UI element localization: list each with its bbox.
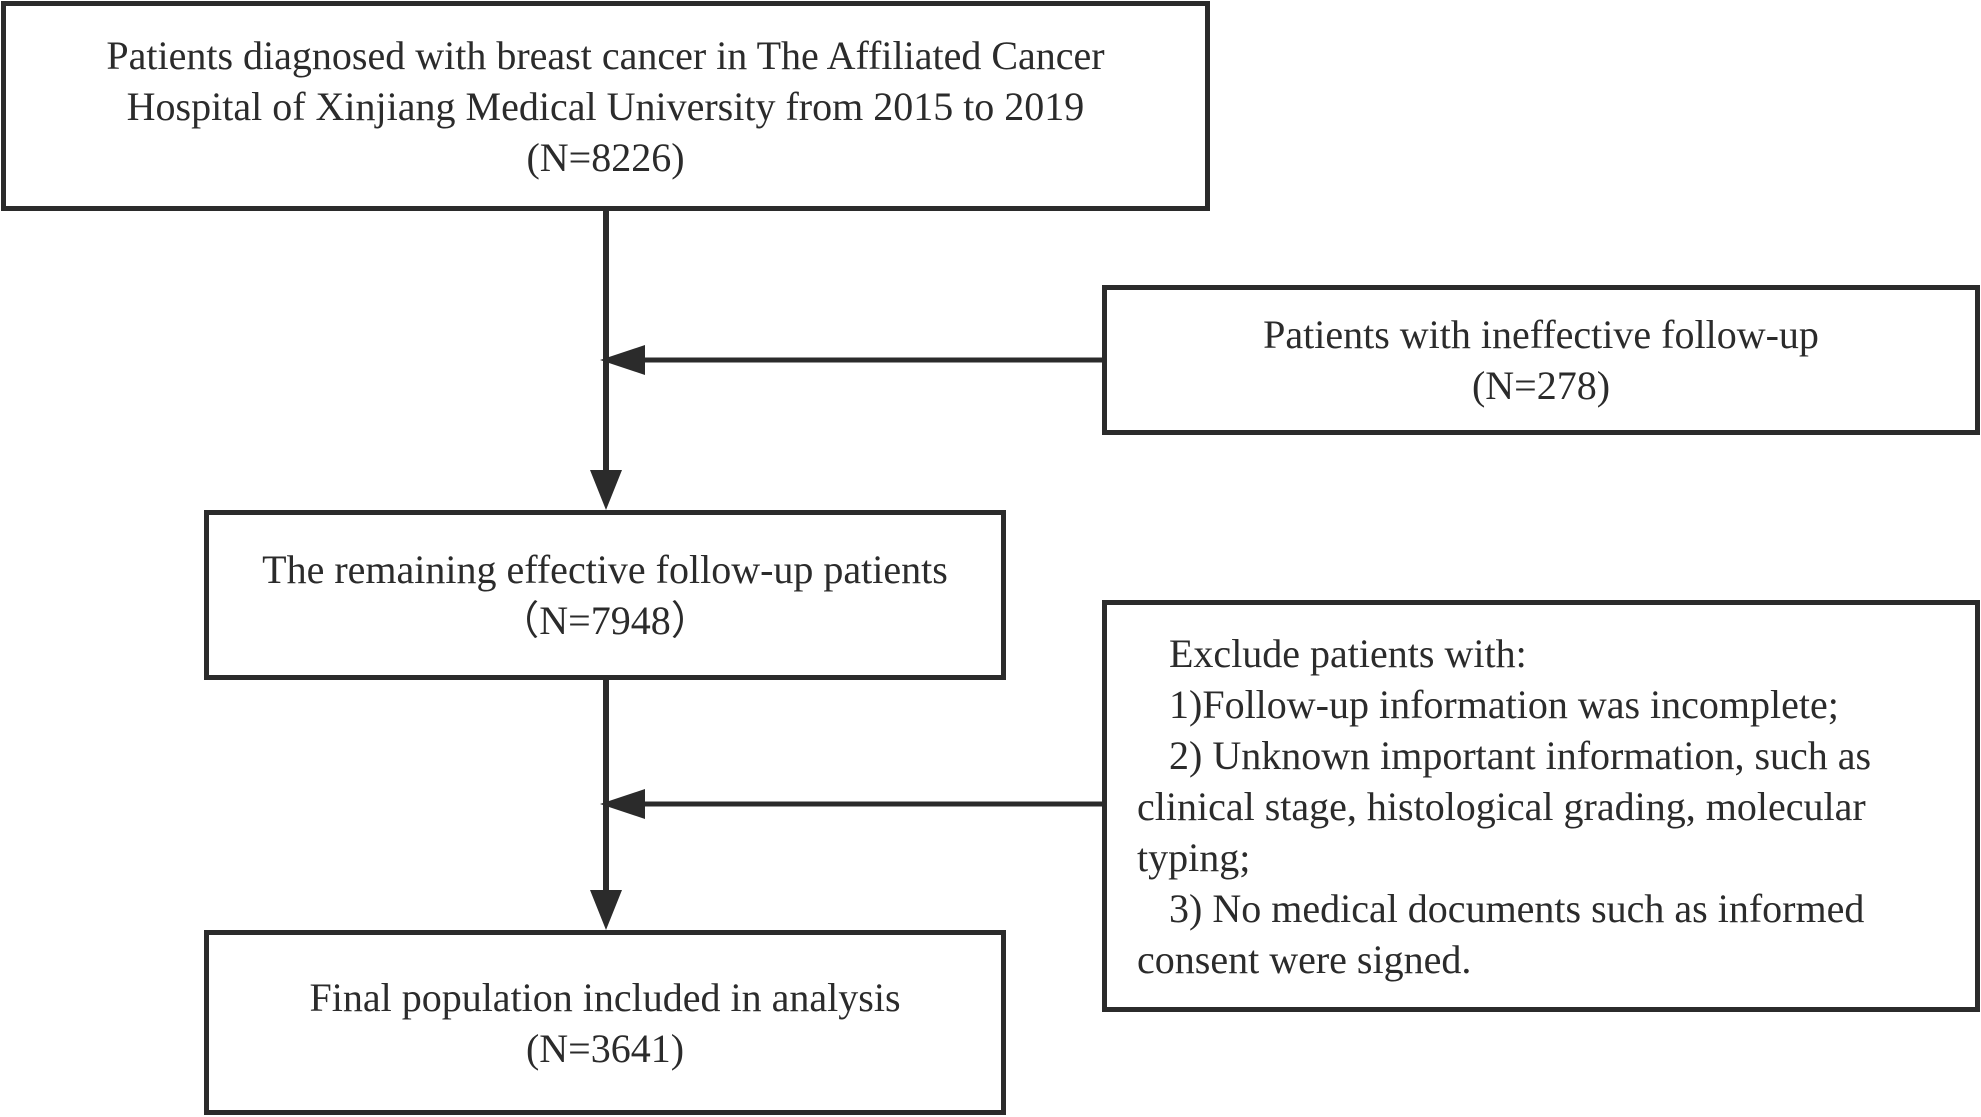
arrowhead-left-exclusion-2 [600, 789, 645, 819]
exclusion-1-label: Patients with ineffective follow-up [1263, 312, 1819, 357]
source-line-2: Hospital of Xinjiang Medical University … [126, 83, 1085, 129]
source-line-1: Patients diagnosed with breast cancer in… [106, 32, 1105, 78]
exclusion-2-item-3: 3) No medical documents such as informed [1169, 885, 1865, 931]
arrowhead-down-remaining [590, 470, 622, 510]
final-population-box: Final population included in analysis (N… [204, 930, 1006, 1115]
source-population-box: Patients diagnosed with breast cancer in… [1, 1, 1210, 211]
remaining-count: （N=7948） [499, 598, 711, 643]
exclusion-ineffective-followup-box: Patients with ineffective follow-up (N=2… [1102, 285, 1980, 435]
exclusion-2-item-2-cont: clinical stage, histological grading, mo… [1137, 783, 1866, 829]
arrowhead-down-final [590, 890, 622, 930]
exclusion-2-item-1: 1)Follow-up information was incomplete; [1169, 681, 1839, 727]
exclusion-2-item-3-cont: consent were signed. [1137, 936, 1472, 982]
exclusion-2-item-2: 2) Unknown important information, such a… [1169, 732, 1872, 778]
final-label: Final population included in analysis [309, 974, 901, 1020]
final-count: (N=3641) [525, 1025, 685, 1071]
remaining-patients-box: The remaining effective follow-up patien… [204, 510, 1006, 680]
arrowhead-left-exclusion-1 [600, 345, 645, 375]
exclusion-2-heading: Exclude patients with: [1169, 630, 1527, 676]
remaining-label: The remaining effective follow-up patien… [262, 547, 948, 592]
exclusion-criteria-box: Exclude patients with: 1)Follow-up infor… [1102, 600, 1980, 1012]
source-count: (N=8226) [526, 134, 685, 180]
exclusion-1-count: (N=278) [1471, 363, 1611, 408]
exclusion-2-item-2-end: typing; [1137, 834, 1251, 880]
